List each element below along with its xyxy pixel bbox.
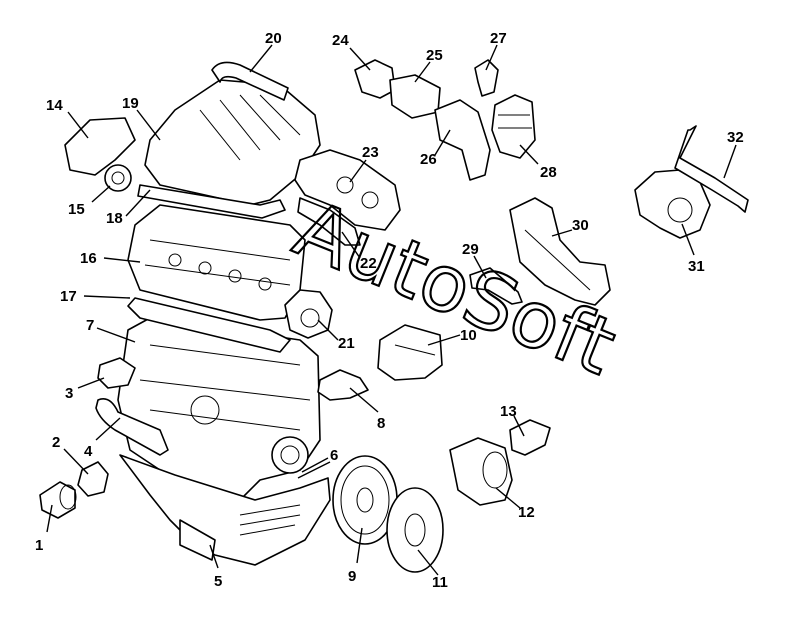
callout-2: 2 [52,434,60,451]
starter-motor [449,437,513,506]
callout-numbers: 1 2 3 4 5 6 7 8 9 10 11 12 13 14 15 16 1… [35,30,744,591]
callout-21: 21 [338,335,355,352]
tensioner-bracket [64,117,136,176]
cylinder-head [127,204,306,321]
callout-16: 16 [80,250,97,267]
turbo-unit [634,169,711,239]
callout-32: 32 [727,129,744,146]
starter-bracket [509,419,551,456]
callout-29: 29 [462,241,479,258]
callout-23: 23 [362,144,379,161]
oil-feed-pipe [674,125,749,213]
callout-5: 5 [214,573,222,590]
callout-3: 3 [65,385,73,402]
callout-9: 9 [348,568,356,585]
breather-hose [211,61,289,101]
callout-31: 31 [688,258,705,275]
position-sensor [474,59,499,97]
manifold-gasket [297,197,361,246]
callout-15: 15 [68,201,85,218]
callout-24: 24 [332,32,349,49]
idle-control-valve [284,289,333,339]
callout-1: 1 [35,537,43,554]
coolant-pipe [95,398,169,456]
leader-lines [46,44,737,576]
oil-filter [39,481,77,519]
egr-valve [491,94,536,159]
drive-plate [386,487,444,573]
callout-10: 10 [460,327,477,344]
throttle-body [354,59,396,99]
callout-7: 7 [86,317,94,334]
exhaust-bracket [469,267,523,305]
callout-20: 20 [265,30,282,47]
valve-cover [144,79,321,206]
callout-27: 27 [490,30,507,47]
callout-18: 18 [106,210,123,227]
exhaust-manifold [294,149,401,231]
inlet-bracket [434,99,491,181]
callout-14: 14 [46,97,63,114]
oil-filter-bracket [77,461,109,497]
callout-17: 17 [60,288,77,305]
callout-26: 26 [420,151,437,168]
callout-22: 22 [360,255,377,272]
coolant-outlet [317,369,369,401]
callout-28: 28 [540,164,557,181]
valve-cover-gasket [137,184,286,219]
watermark-text: AutoSoft [283,184,627,393]
idler-pulley [104,164,132,192]
callout-6: 6 [330,447,338,464]
callout-19: 19 [122,95,139,112]
callout-13: 13 [500,403,517,420]
callout-8: 8 [377,415,385,432]
callout-4: 4 [84,443,93,460]
catalytic-converter [509,197,611,306]
callout-30: 30 [572,217,589,234]
oil-dipstick-tube [297,461,331,479]
engine-block [117,317,321,501]
thermostat-housing [97,357,136,389]
callout-12: 12 [518,504,535,521]
oil-pan [119,454,331,566]
callout-25: 25 [426,47,443,64]
head-gasket [127,297,291,353]
callout-11: 11 [432,574,448,591]
ignition-coil [377,324,443,381]
